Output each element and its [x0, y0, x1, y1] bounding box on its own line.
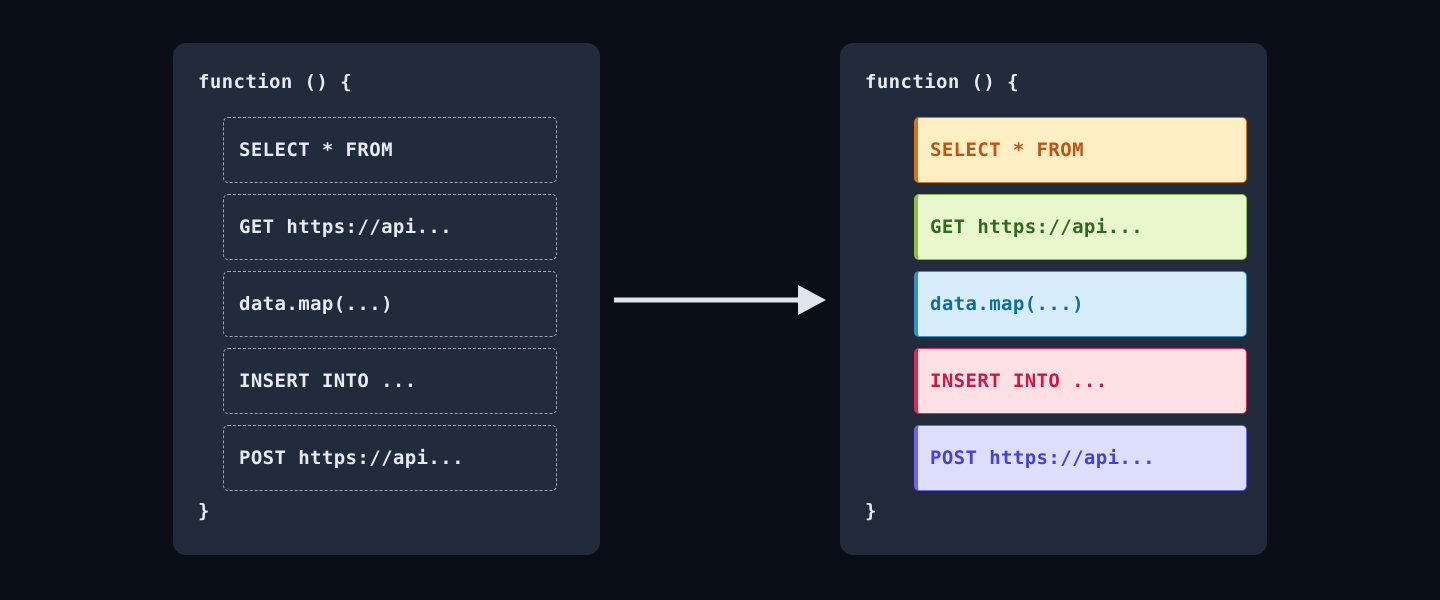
code-panel-before: function () { SELECT * FROM GET https://… [173, 43, 600, 555]
transform-arrow-icon [612, 283, 828, 317]
snippet-label: data.map(...) [930, 293, 1084, 315]
function-close-line-after: } [865, 500, 877, 522]
list-item[interactable]: INSERT INTO ... [223, 348, 557, 414]
snippet-label: SELECT * FROM [930, 139, 1084, 161]
list-item[interactable]: data.map(...) [223, 271, 557, 337]
snippet-label: GET https://api... [239, 216, 453, 238]
highlighted-snippet-sql-select[interactable]: SELECT * FROM [914, 117, 1247, 183]
snippet-label: INSERT INTO ... [239, 370, 417, 392]
highlighted-snippet-sql-insert[interactable]: INSERT INTO ... [914, 348, 1247, 414]
snippet-label: data.map(...) [239, 293, 393, 315]
list-item[interactable]: POST https://api... [223, 425, 557, 491]
highlighted-snippet-js-transform[interactable]: data.map(...) [914, 271, 1247, 337]
function-open-line-before: function () { [198, 71, 352, 93]
snippet-label: SELECT * FROM [239, 139, 393, 161]
function-close-line-before: } [198, 500, 210, 522]
list-item[interactable]: GET https://api... [223, 194, 557, 260]
snippet-label: GET https://api... [930, 216, 1144, 238]
function-open-line-after: function () { [865, 71, 1019, 93]
code-panel-after: function () { SELECT * FROM GET https://… [840, 43, 1267, 555]
snippet-label: POST https://api... [930, 447, 1155, 469]
highlighted-snippet-http-get[interactable]: GET https://api... [914, 194, 1247, 260]
snippet-label: POST https://api... [239, 447, 464, 469]
list-item[interactable]: SELECT * FROM [223, 117, 557, 183]
snippet-list-before: SELECT * FROM GET https://api... data.ma… [223, 117, 576, 491]
snippet-list-after: SELECT * FROM GET https://api... data.ma… [914, 117, 1247, 491]
snippet-label: INSERT INTO ... [930, 370, 1108, 392]
highlighted-snippet-http-post[interactable]: POST https://api... [914, 425, 1247, 491]
